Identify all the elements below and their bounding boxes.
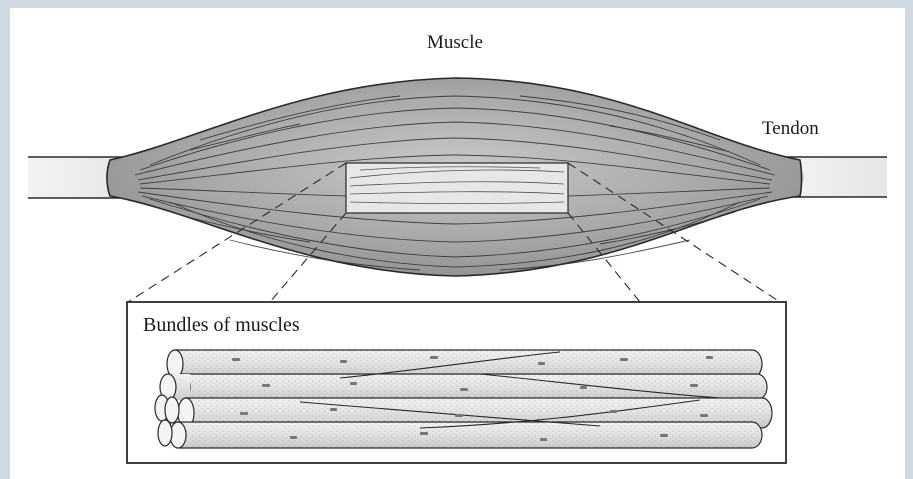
muscle-label: Muscle bbox=[427, 32, 483, 54]
fiber-7 bbox=[158, 420, 172, 446]
fiber-5 bbox=[155, 395, 179, 423]
tendon-label: Tendon bbox=[762, 118, 819, 140]
muscle-belly bbox=[106, 78, 804, 276]
bundles-label: Bundles of muscles bbox=[143, 314, 300, 337]
fiber-2 bbox=[174, 374, 767, 400]
fiber-bundle bbox=[155, 350, 772, 448]
